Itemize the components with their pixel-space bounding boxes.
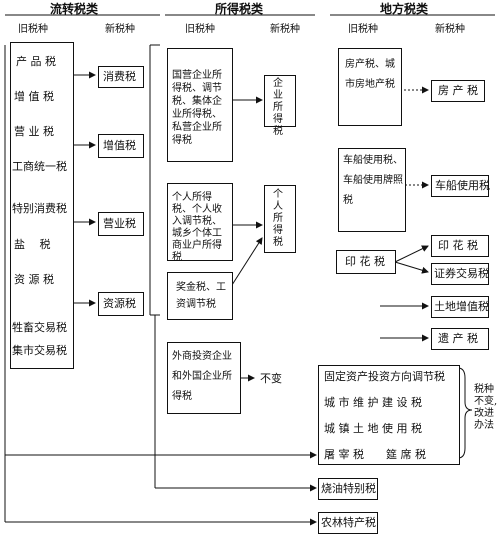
old-tax-item: 集市交易税 bbox=[12, 344, 67, 357]
new-tax-label: 增值税 bbox=[103, 139, 136, 152]
income-old-box-3: 奖金税、工资调节税 bbox=[167, 272, 233, 320]
local-new-text-5: 土地增值税 bbox=[434, 300, 489, 313]
old-tax-item: 资 源 税 bbox=[14, 273, 54, 286]
old-tax-item: 营 业 税 bbox=[14, 125, 54, 138]
new-tax-label: 营业税 bbox=[103, 217, 136, 230]
local-new-text-4: 证券交易税 bbox=[434, 267, 489, 280]
local-old-box-2: 车船使用税、车船使用牌照税 bbox=[338, 148, 406, 232]
local-new-box-2: 车船使用税 bbox=[431, 175, 490, 197]
income-new-box-1: 企业所得税 bbox=[264, 75, 296, 137]
income-new-box-2: 个人所得税 bbox=[264, 185, 296, 253]
new-tax-label: 消费税 bbox=[103, 70, 136, 83]
bottom-box-2: 农林特产税 bbox=[318, 512, 378, 534]
local-old-text-2: 车船使用税、车船使用牌照税 bbox=[343, 155, 403, 206]
old-tax-item: 产 品 税 bbox=[16, 55, 56, 68]
income-old-text-2: 个人所得税、个人收入调节税、城乡个体工商业户所得税 bbox=[172, 192, 222, 263]
income-old-box-4: 外商投资企业和外国企业所得税 bbox=[167, 342, 241, 414]
header-old-local: 旧税种 bbox=[348, 24, 378, 35]
new-tax-box: 增值税 bbox=[98, 134, 144, 158]
local-old-text-1: 房产税、城市房地产税 bbox=[345, 59, 395, 90]
local-new-box-1: 房 产 税 bbox=[431, 80, 485, 102]
local-new-text-3: 印 花 税 bbox=[438, 239, 478, 252]
income-new-text-2: 个人所得税 bbox=[273, 189, 283, 248]
header-old-income: 旧税种 bbox=[185, 24, 215, 35]
local-new-text-2: 车船使用税 bbox=[435, 179, 490, 192]
header-new-turnover: 新税种 bbox=[105, 24, 135, 35]
new-tax-label: 资源税 bbox=[103, 297, 136, 310]
header-income: 所得税类 bbox=[215, 2, 264, 16]
header-turnover: 流转税类 bbox=[50, 2, 99, 16]
local-old-box-1: 房产税、城市房地产税 bbox=[338, 48, 402, 126]
local-new-box-6: 遗 产 税 bbox=[431, 328, 489, 350]
income-old-box-1: 国营企业所得税、调节税、集体企业所得税、私营企业所得税 bbox=[167, 48, 233, 162]
old-tax-item: 盐 税 bbox=[14, 238, 51, 251]
bottom-box-1: 烧油特别税 bbox=[318, 478, 378, 500]
income-unchanged: 不变 bbox=[260, 372, 282, 385]
income-old-box-2: 个人所得税、个人收入调节税、城乡个体工商业户所得税 bbox=[167, 183, 233, 263]
unchanged-item: 屠 宰 税 筵 席 税 bbox=[324, 448, 426, 461]
local-new-text-6: 遗 产 税 bbox=[438, 332, 478, 345]
local-new-text-1: 房 产 税 bbox=[438, 84, 478, 97]
header-new-local: 新税种 bbox=[435, 24, 465, 35]
turnover-old-box bbox=[10, 42, 74, 369]
old-tax-item: 特别消费税 bbox=[12, 202, 67, 215]
local-old-text-3: 印 花 税 bbox=[345, 255, 385, 268]
new-tax-box: 资源税 bbox=[98, 292, 144, 316]
old-tax-item: 增 值 税 bbox=[14, 90, 54, 103]
header-old-turnover: 旧税种 bbox=[18, 24, 48, 35]
income-old-text-4: 外商投资企业和外国企业所得税 bbox=[172, 351, 232, 402]
unchanged-note: 税种不变,改进办法 bbox=[474, 384, 498, 431]
unchanged-item: 固定资产投资方向调节税 bbox=[324, 370, 445, 383]
local-new-box-5: 土地增值税 bbox=[431, 296, 489, 318]
unchanged-item: 城 镇 土 地 使 用 税 bbox=[324, 422, 422, 435]
local-new-box-4: 证券交易税 bbox=[431, 263, 489, 285]
new-tax-box: 营业税 bbox=[98, 212, 144, 236]
header-new-income: 新税种 bbox=[270, 24, 300, 35]
income-old-text-1: 国营企业所得税、调节税、集体企业所得税、私营企业所得税 bbox=[172, 70, 222, 146]
local-new-box-3: 印 花 税 bbox=[431, 235, 489, 257]
unchanged-box bbox=[318, 365, 460, 465]
old-tax-item: 工商统一税 bbox=[12, 160, 67, 173]
header-local: 地方税类 bbox=[380, 2, 429, 16]
new-tax-box: 消费税 bbox=[98, 66, 144, 88]
income-old-text-3: 奖金税、工资调节税 bbox=[176, 282, 226, 310]
local-old-box-3: 印 花 税 bbox=[336, 250, 396, 274]
unchanged-item: 城 市 维 护 建 设 税 bbox=[324, 396, 422, 409]
income-new-text-1: 企业所得税 bbox=[273, 78, 283, 137]
bottom-text-2: 农林特产税 bbox=[321, 516, 376, 529]
bottom-text-1: 烧油特别税 bbox=[321, 482, 376, 495]
old-tax-item: 牲畜交易税 bbox=[12, 321, 67, 334]
